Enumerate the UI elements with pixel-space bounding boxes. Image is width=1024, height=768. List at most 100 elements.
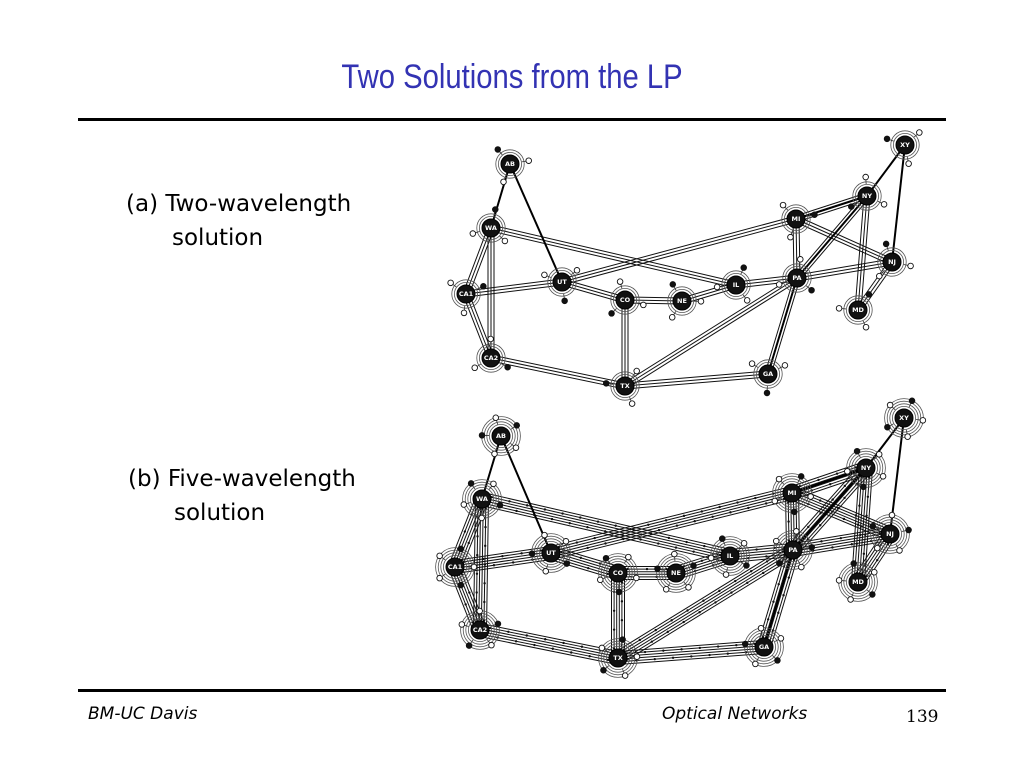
a-port-stub — [450, 282, 457, 288]
a-node-ring — [784, 206, 809, 231]
b-lane — [793, 468, 868, 552]
b-node-ring — [854, 455, 879, 480]
b-wavelength-dot — [859, 533, 862, 537]
b-lane — [858, 534, 892, 583]
a-port-stub — [474, 363, 481, 369]
b-wavelength-dot — [638, 638, 642, 642]
b-wavelength-dot — [680, 648, 683, 651]
a-lane — [561, 281, 626, 301]
b-wavelength-dot — [599, 649, 602, 652]
b-lane — [448, 496, 477, 565]
b-node-ring — [744, 627, 784, 667]
a-port — [616, 278, 624, 285]
b-port-stub — [915, 419, 923, 421]
b-node-ring — [846, 570, 871, 595]
b-wavelength-dot — [866, 495, 870, 498]
b-port-stub — [683, 581, 689, 588]
a-node-ring — [476, 213, 506, 243]
b-node-ring — [661, 558, 691, 588]
b-port-stub — [797, 560, 802, 568]
b-port — [478, 432, 486, 439]
b-lane — [618, 652, 765, 665]
b-node-body — [783, 540, 803, 560]
a-direct-link-ga-pa — [767, 277, 798, 375]
b-node-label: XY — [899, 414, 909, 422]
a-port — [668, 314, 676, 321]
b-wavelength-dot — [657, 542, 660, 545]
b-lane — [551, 548, 620, 570]
b-port — [633, 574, 640, 582]
b-wavelength-dot — [685, 540, 688, 544]
b-lane — [791, 466, 866, 493]
b-wavelength-dot — [488, 626, 492, 630]
a-port — [882, 240, 890, 248]
b-wavelength-dot — [611, 532, 614, 535]
a-node-tx: TX — [602, 367, 640, 407]
b-lane — [481, 499, 730, 558]
a-port — [862, 173, 869, 181]
a-link-pa-nj — [796, 258, 893, 282]
b-wavelength-dot — [850, 543, 854, 546]
a-port-stub — [563, 293, 566, 301]
b-node-ring — [488, 423, 513, 448]
b-node-ring — [442, 555, 467, 580]
b-link-co-tx — [611, 573, 625, 658]
a-node-ga: GA — [748, 359, 789, 397]
b-node-ring — [656, 553, 696, 593]
b-lane — [479, 630, 618, 660]
b-wavelength-dot — [606, 658, 610, 662]
b-wavelength-dot — [781, 550, 785, 553]
b-wavelength-dot — [671, 656, 675, 659]
a-lane — [735, 274, 797, 283]
a-direct-link-ab-ut — [509, 163, 563, 283]
a-link-mi-ny — [794, 192, 869, 223]
a-lane — [490, 227, 737, 286]
a-port — [487, 335, 494, 343]
a-node-body — [758, 364, 778, 384]
footer-author: BM-UC Davis — [88, 704, 198, 724]
b-wavelength-dot — [468, 591, 471, 594]
b-wavelength-dot — [567, 561, 571, 564]
a-node-ring — [843, 295, 873, 325]
b-node-ca2: CA2 — [458, 607, 502, 650]
b-port — [436, 574, 443, 582]
b-wavelength-dot — [460, 558, 464, 562]
b-wavelength-dot — [836, 506, 840, 510]
b-lane — [455, 499, 484, 568]
a-lane — [857, 195, 868, 311]
b-link-tx-pa — [614, 544, 797, 664]
a-node-ring — [478, 215, 503, 240]
b-wavelength-dot — [855, 471, 859, 474]
a-node-wa: WA — [469, 206, 509, 245]
b-node-ring — [437, 549, 473, 585]
a-node-ring — [877, 247, 907, 277]
b-wavelength-dot — [464, 603, 467, 606]
b-wavelength-dot — [482, 619, 486, 622]
b-node-ring — [773, 530, 813, 570]
b-port — [835, 577, 843, 584]
b-wavelength-dot — [476, 553, 479, 557]
b-node-md: MD — [835, 560, 878, 603]
b-node-body — [894, 408, 914, 428]
b-lane — [482, 494, 731, 553]
a-node-ring — [547, 267, 577, 297]
b-direct-link-pa-ny — [792, 467, 867, 551]
a-lane — [465, 293, 492, 359]
a-lane — [796, 198, 869, 223]
a-link-wa-il — [490, 224, 737, 289]
b-lane — [862, 537, 896, 586]
b-wavelength-dot — [753, 642, 756, 645]
b-node-ring — [440, 552, 470, 582]
a-port — [628, 400, 636, 407]
b-wavelength-dot — [666, 630, 669, 634]
caption-two-wavelength: (a) Two-wavelength solution — [126, 187, 351, 255]
b-node-label: CA1 — [448, 563, 463, 571]
b-wavelength-dot — [765, 560, 769, 563]
b-wavelength-dot — [470, 513, 473, 516]
b-direct-link-ab-wa — [481, 435, 502, 500]
b-node-ring — [710, 536, 750, 576]
a-lane — [466, 284, 563, 298]
b-wavelength-dot — [588, 655, 591, 658]
b-lane — [460, 564, 487, 628]
b-lane — [730, 553, 794, 561]
